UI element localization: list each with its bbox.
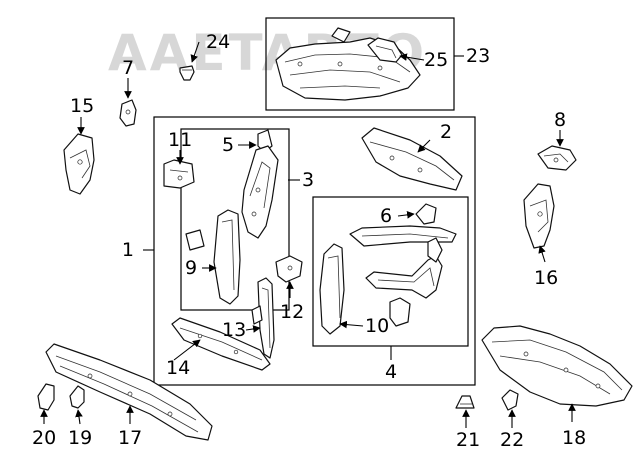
- group-box-23: [265, 17, 455, 111]
- part-3-side-member: [241, 145, 279, 239]
- part-7-bracket: [119, 99, 137, 127]
- callout-18: 18: [562, 427, 586, 449]
- part-21-clip: [455, 395, 475, 409]
- callout-25: 25: [424, 49, 448, 71]
- callout-17: 17: [118, 427, 142, 449]
- part-10-side-support: [319, 243, 411, 335]
- callout-3: 3: [302, 169, 314, 191]
- callout-19: 19: [68, 427, 92, 449]
- callout-6: 6: [380, 205, 392, 227]
- part-20-fastener: [37, 383, 55, 411]
- callout-13: 13: [222, 319, 246, 341]
- part-12-bracket: [275, 255, 303, 283]
- callout-16: 16: [534, 267, 558, 289]
- callout-labels: 1 2 3 4 5 6 7 8 9 10 11 12 13 14 15 16 1…: [32, 31, 586, 451]
- part-16-side-bracket: [523, 183, 555, 249]
- callout-11: 11: [168, 129, 192, 151]
- callout-22: 22: [500, 429, 524, 451]
- callout-5: 5: [222, 134, 234, 156]
- callout-21: 21: [456, 429, 480, 451]
- group-box-3: [180, 128, 290, 311]
- part-18-lower-engine-cover: [481, 325, 633, 407]
- callout-9: 9: [185, 257, 197, 279]
- callout-20: 20: [32, 427, 56, 449]
- callout-23: 23: [466, 45, 490, 67]
- part-24-clip: [179, 65, 195, 81]
- part-6-bracket: [415, 203, 437, 225]
- part-2-upper-support: [361, 127, 463, 191]
- callout-1: 1: [122, 239, 134, 261]
- callout-8: 8: [554, 109, 566, 131]
- part-13-vertical-support: [251, 277, 275, 359]
- part-8-bracket: [537, 145, 577, 171]
- callout-14: 14: [166, 357, 190, 379]
- callout-10: 10: [365, 315, 389, 337]
- leader-lines: [40, 41, 576, 428]
- part-4-support-assembly: [349, 225, 457, 299]
- part-19-fastener: [69, 385, 85, 409]
- part-15-side-bracket: [63, 133, 95, 195]
- callout-7: 7: [122, 57, 134, 79]
- callout-2: 2: [440, 121, 452, 143]
- callout-24: 24: [206, 31, 230, 53]
- callout-12: 12: [280, 301, 304, 323]
- part-11-bracket: [163, 159, 195, 189]
- part-9-support: [185, 209, 241, 305]
- callout-4: 4: [385, 361, 397, 383]
- callout-15: 15: [70, 95, 94, 117]
- part-22-clip: [501, 389, 519, 411]
- group-box-1: [153, 116, 476, 386]
- part-17-bumper-reinforcement: [45, 343, 213, 441]
